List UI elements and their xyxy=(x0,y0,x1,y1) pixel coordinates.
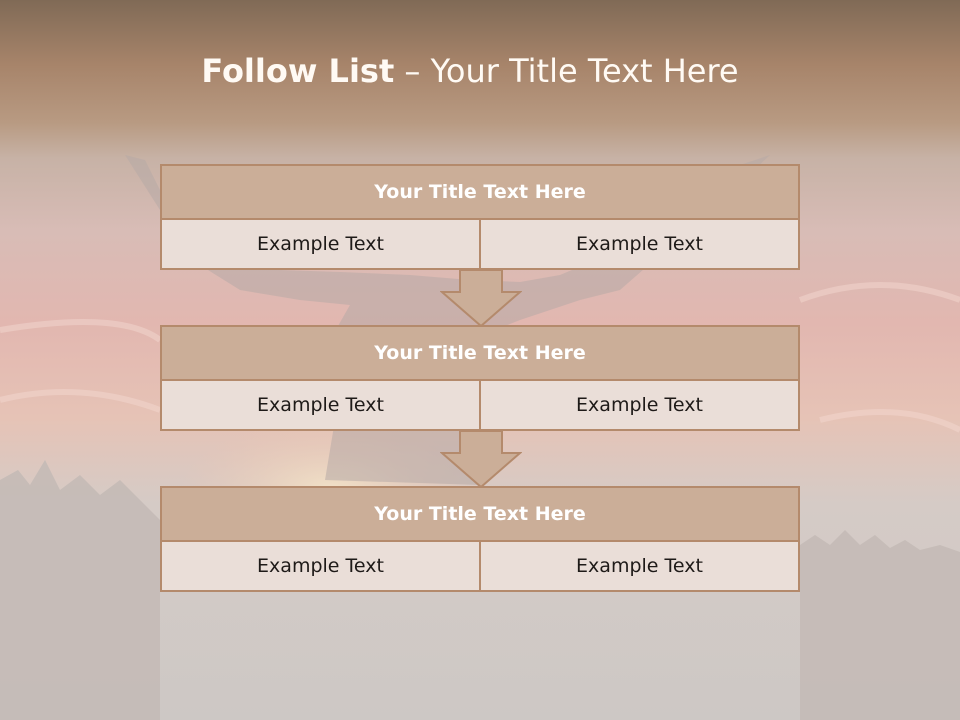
block-title: Your Title Text Here xyxy=(160,325,800,381)
block-row: Example Text Example Text xyxy=(160,542,800,592)
block-row: Example Text Example Text xyxy=(160,381,800,431)
block-cell-left: Example Text xyxy=(257,394,384,416)
block-title: Your Title Text Here xyxy=(160,486,800,542)
slide-title-bold: Follow List xyxy=(201,52,395,90)
down-arrow-icon xyxy=(440,270,522,328)
silhouette-figure xyxy=(125,155,770,485)
down-arrow-icon xyxy=(440,431,522,489)
block-cell-right: Example Text xyxy=(479,220,798,268)
slide-title: Follow List – Your Title Text Here xyxy=(0,52,940,90)
block-row: Example Text Example Text xyxy=(160,220,800,270)
block-cell-right: Example Text xyxy=(479,381,798,429)
slide-title-rest: – Your Title Text Here xyxy=(404,52,739,90)
block-cell-left: Example Text xyxy=(257,233,384,255)
list-block-3: Your Title Text Here Example Text Exampl… xyxy=(160,486,800,592)
list-block-2: Your Title Text Here Example Text Exampl… xyxy=(160,325,800,431)
list-block-1: Your Title Text Here Example Text Exampl… xyxy=(160,164,800,270)
treeline xyxy=(0,460,960,720)
block-title: Your Title Text Here xyxy=(160,164,800,220)
block-cell-left: Example Text xyxy=(257,555,384,577)
block-cell-right: Example Text xyxy=(479,542,798,590)
cloud-streaks xyxy=(0,282,960,433)
